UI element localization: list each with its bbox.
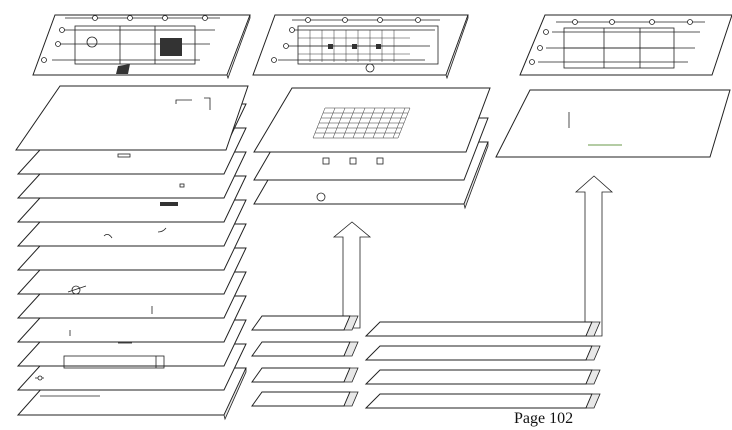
strip-stack-middle: [252, 316, 358, 406]
up-arrow-middle: [334, 222, 370, 328]
layer-stack-left: [16, 86, 248, 419]
layer-sheet-right: [496, 90, 730, 157]
strip-stack-right: [366, 322, 600, 408]
layer-stack-middle: [254, 88, 490, 208]
page-number-label: Page 102: [514, 410, 573, 428]
composite-plan-right: [520, 15, 732, 75]
composite-plan-middle: [253, 15, 468, 78]
up-arrow-right: [576, 176, 612, 336]
composite-plan-left: [33, 15, 250, 78]
